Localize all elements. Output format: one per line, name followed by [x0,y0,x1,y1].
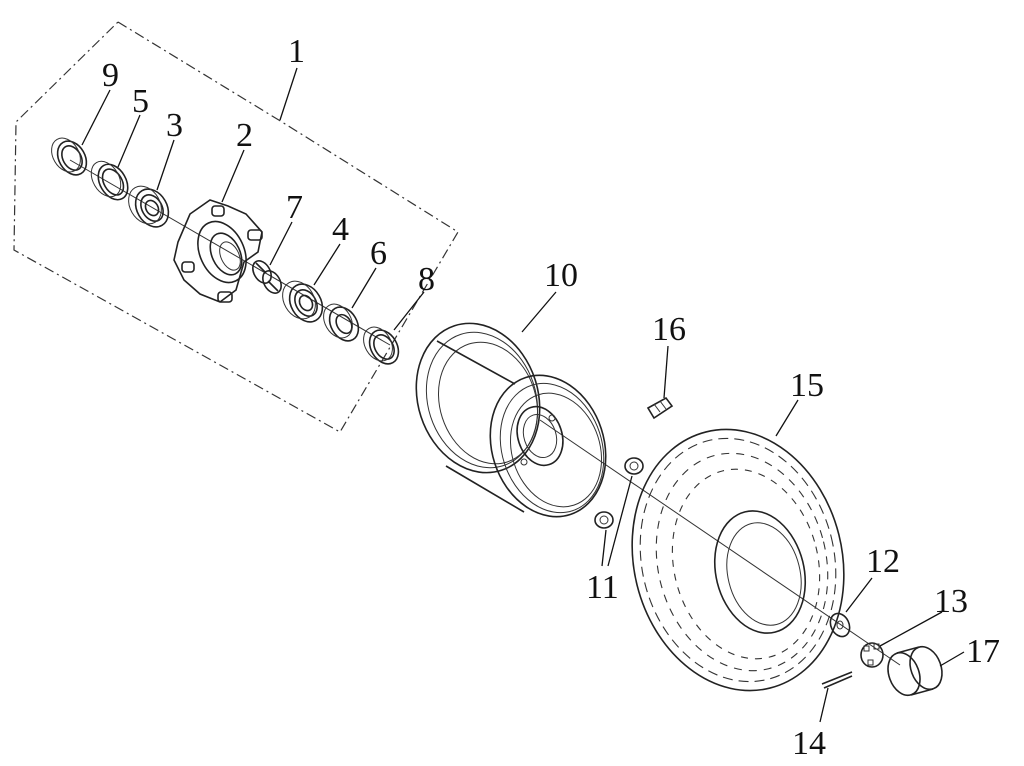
callout-17: 17 [966,633,1000,670]
part-6-ring [323,303,360,342]
callout-16: 16 [652,311,686,348]
callout-12: 12 [866,543,900,580]
callout-9: 9 [102,57,119,94]
leader-lines [81,67,965,723]
callout-14: 14 [792,725,826,762]
wheel-axis-line [539,419,901,666]
hub-assembly-boundary [13,21,459,433]
hub-axis-line [69,159,391,346]
part-16-valve [646,396,674,420]
callout-15: 15 [790,367,824,404]
callout-6: 6 [370,235,387,272]
part-3-bearing [128,185,170,228]
callout-3: 3 [166,107,183,144]
part-17-cap [887,645,943,697]
callout-8: 8 [418,261,435,298]
part-12-washer [829,612,851,638]
part-8-seal [363,326,400,365]
part-14-cotter-pin [821,671,853,689]
part-7-sleeve [252,260,282,294]
callout-11: 11 [586,569,619,606]
callout-10: 10 [544,257,578,294]
part-11-nut-upper [624,457,644,475]
callout-7: 7 [286,189,303,226]
part-2-hub [173,199,263,303]
part-10-rim [415,322,607,518]
callout-4: 4 [332,211,349,248]
callout-2: 2 [236,117,253,154]
part-15-tire [631,428,845,692]
part-5-ring [90,160,129,201]
part-9-seal [51,137,88,176]
callout-5: 5 [132,83,149,120]
part-11-nut-lower [594,511,614,529]
part-4-bearing [282,280,324,323]
callout-1: 1 [288,33,305,70]
part-13-castle-nut [860,642,884,668]
callout-13: 13 [934,583,968,620]
